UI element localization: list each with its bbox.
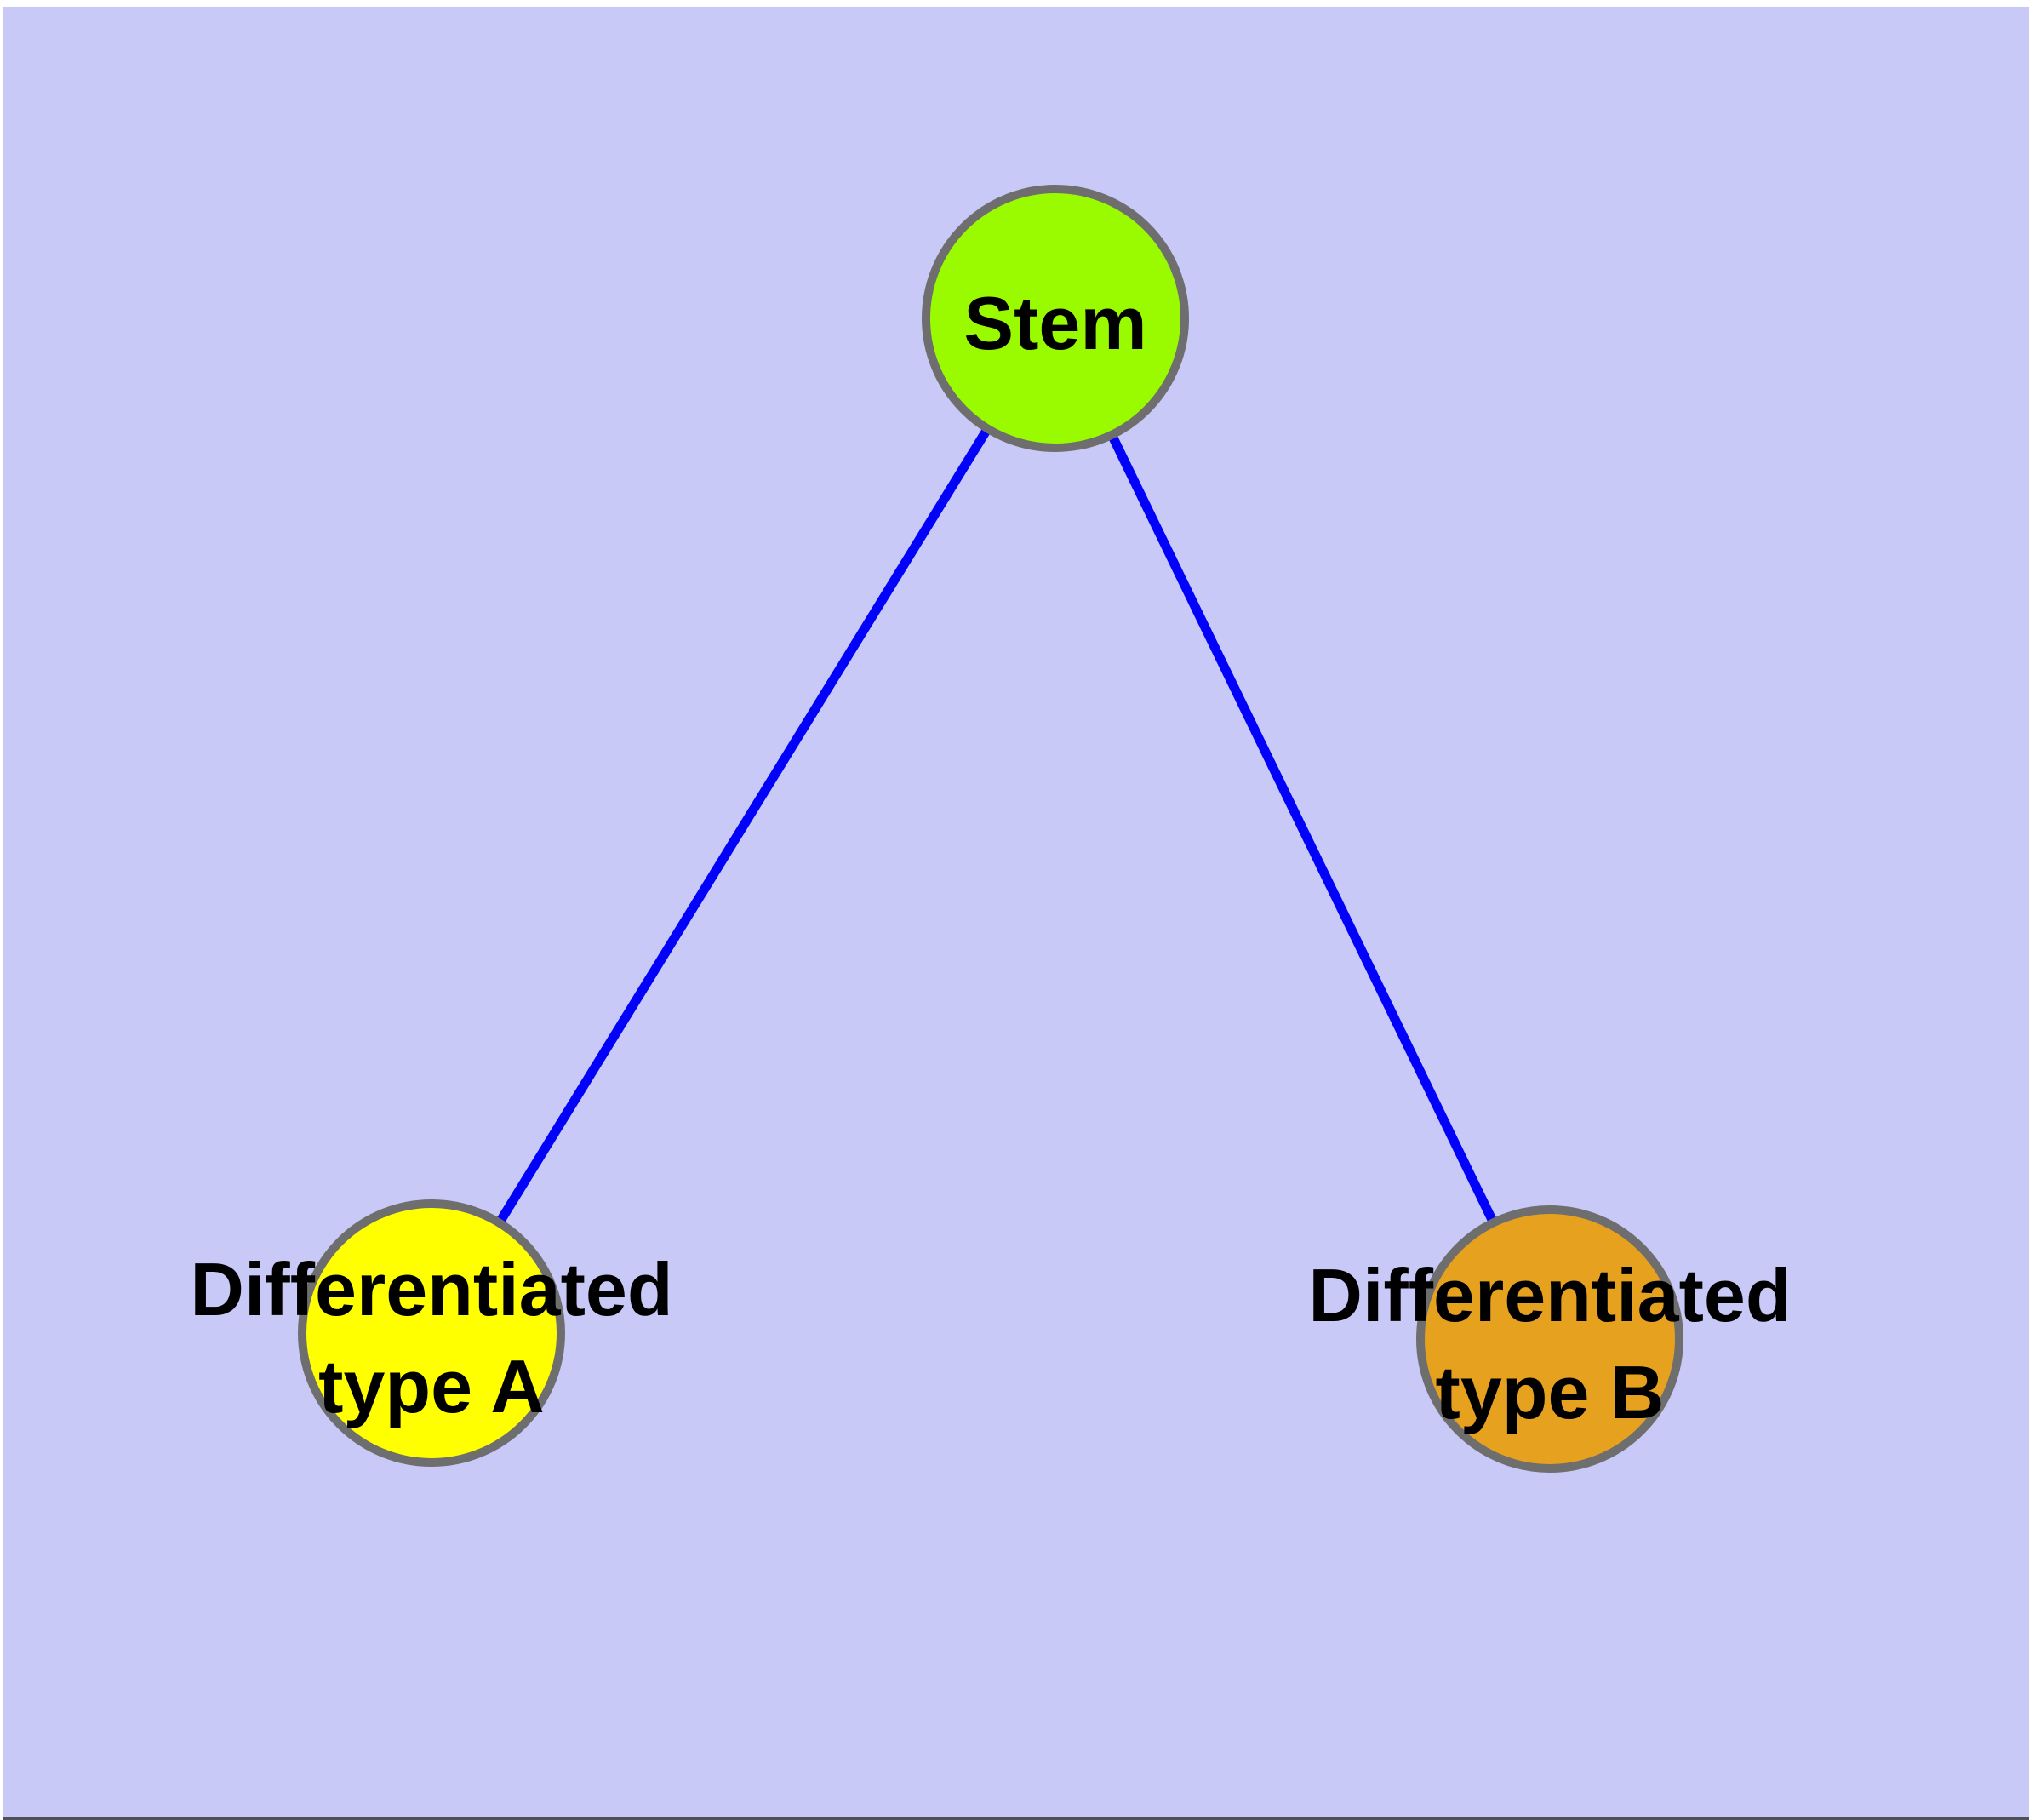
diagram-canvas: Stem Differentiated type A Differentiate… — [3, 7, 2029, 1820]
edge-stem-to-type-b — [1051, 316, 1554, 1342]
node-type-a-circle — [298, 1199, 565, 1467]
node-type-b-circle — [1416, 1205, 1683, 1473]
node-stem-circle — [922, 185, 1189, 452]
graph-svg — [298, 185, 1683, 1473]
edge-stem-to-type-a — [427, 316, 1060, 1336]
